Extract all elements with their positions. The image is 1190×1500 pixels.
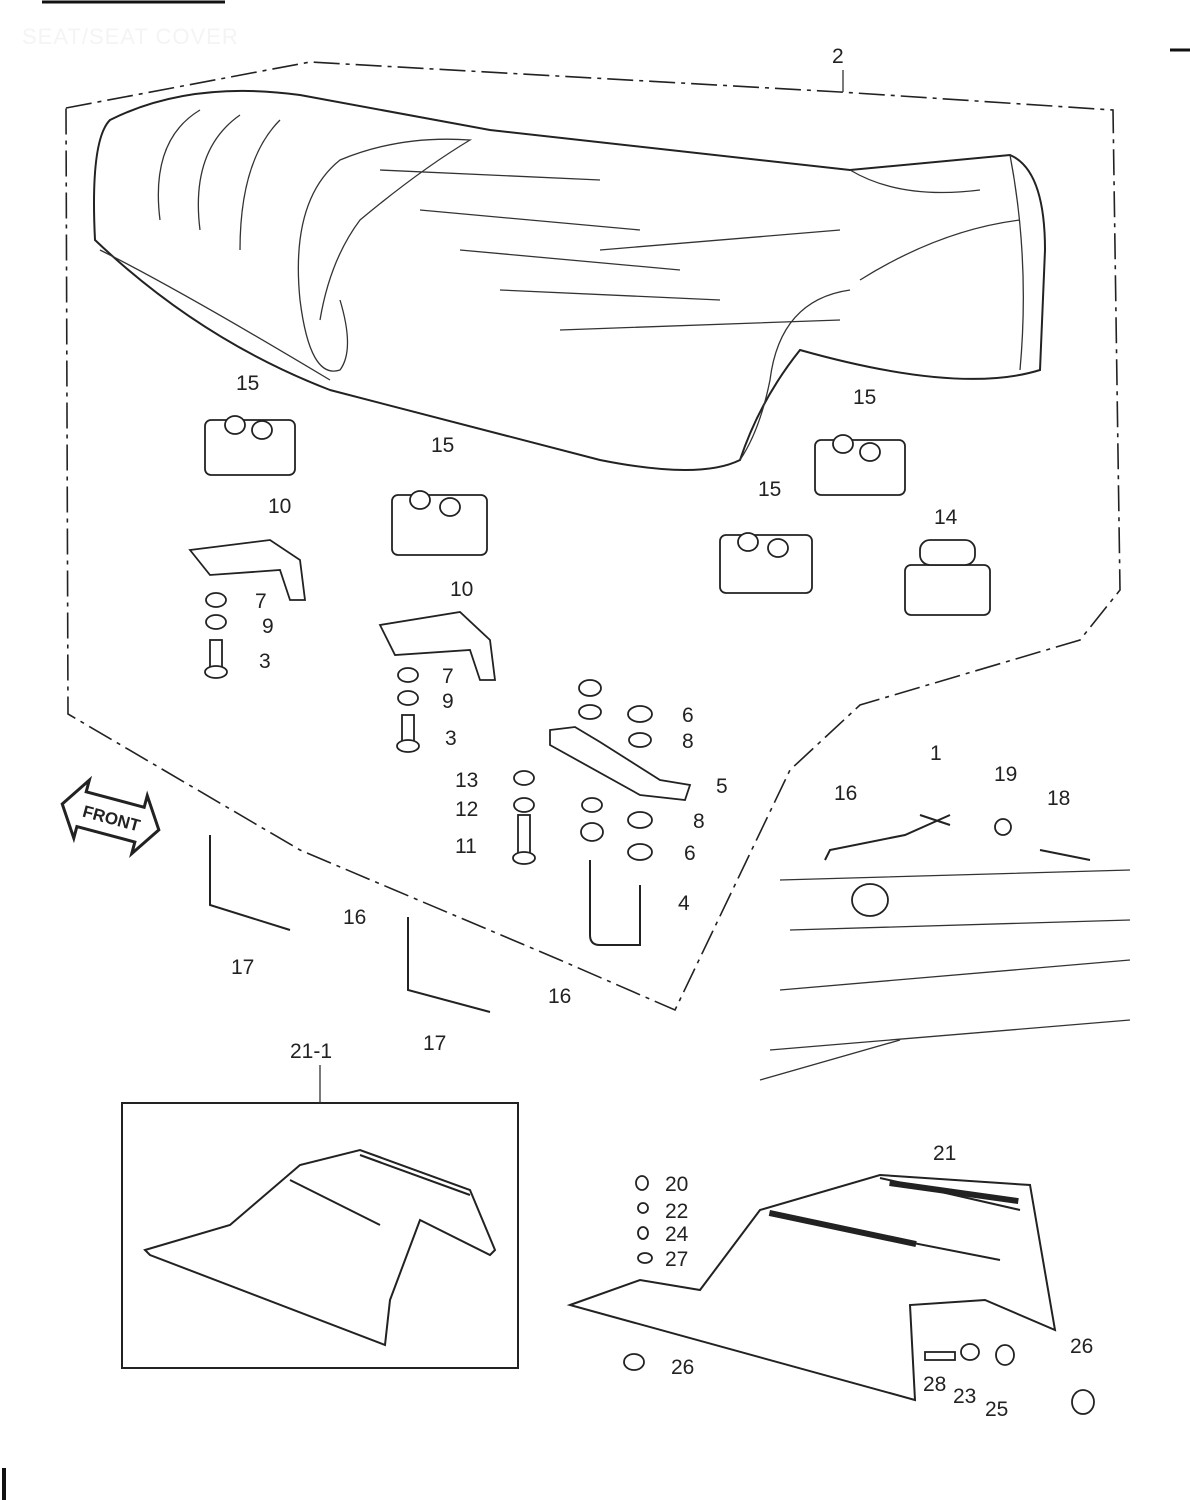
callout-11: 11 (455, 835, 477, 858)
hinge-pin (209, 835, 291, 931)
callout-16: 16 (343, 906, 366, 929)
callout-25: 25 (985, 1398, 1008, 1421)
callout-15: 15 (431, 434, 454, 457)
seat-stopper (904, 539, 991, 616)
callout-7: 7 (255, 590, 267, 613)
callout-10: 10 (268, 495, 291, 518)
cover-hardware (623, 1175, 1095, 1415)
callout-16: 16 (834, 782, 857, 805)
callout-22: 22 (665, 1200, 688, 1223)
callout-10: 10 (450, 578, 473, 601)
callout-8: 8 (693, 810, 705, 833)
seat-bracket (378, 611, 497, 681)
callout-21: 21 (933, 1142, 956, 1165)
diagram-title: SEAT/SEAT COVER (22, 24, 239, 49)
callout-3: 3 (259, 650, 271, 673)
callout-6: 6 (684, 842, 696, 865)
hardware-stack (204, 592, 692, 946)
callout-5: 5 (716, 775, 728, 798)
rubber-damper (391, 490, 488, 556)
callout-23: 23 (953, 1385, 976, 1408)
callout-8: 8 (682, 730, 694, 753)
callout-9: 9 (262, 615, 274, 638)
callout-7: 7 (442, 665, 454, 688)
rubber-damper (814, 434, 906, 496)
rubber-damper (719, 532, 813, 594)
seat-cover-variant (143, 1148, 497, 1347)
inset-frame (121, 1102, 519, 1369)
seat-assembly (93, 89, 1047, 471)
callout-15: 15 (758, 478, 781, 501)
callout-17: 17 (423, 1032, 446, 1055)
callout-9: 9 (442, 690, 454, 713)
hinge-pin (407, 917, 491, 1013)
cover-stripe (768, 1210, 917, 1248)
cover-stripe (889, 1180, 1019, 1205)
callout-26: 26 (1070, 1335, 1093, 1358)
frame-outline (759, 869, 1131, 1081)
hinge-spring (994, 818, 1012, 836)
callout-6: 6 (682, 704, 694, 727)
callout-27: 27 (665, 1248, 688, 1271)
callout-16: 16 (548, 985, 571, 1008)
callout-12: 12 (455, 798, 478, 821)
callout-17: 17 (231, 956, 254, 979)
callout-28: 28 (923, 1373, 946, 1396)
callout-4: 4 (678, 892, 690, 915)
callout-26: 26 (671, 1356, 694, 1379)
callout-19: 19 (994, 763, 1017, 786)
callout-labels: 2 15 15 15 15 10 10 14 7 9 3 7 9 3 6 8 5… (231, 45, 1093, 1421)
callout-21-1: 21-1 (290, 1040, 332, 1063)
callout-14: 14 (934, 506, 958, 529)
callout-15: 15 (236, 372, 259, 395)
seat-bracket (188, 539, 307, 601)
front-arrow-icon: FRONT (60, 775, 161, 859)
callout-18: 18 (1047, 787, 1070, 810)
rubber-damper (204, 415, 296, 476)
callout-2: 2 (832, 45, 844, 68)
assembly-envelope (65, 61, 1121, 1012)
callout-24: 24 (665, 1223, 689, 1246)
callout-13: 13 (455, 769, 478, 792)
callout-1: 1 (930, 742, 942, 765)
callout-3: 3 (445, 727, 457, 750)
hinge-assembly (824, 814, 1091, 861)
callout-20: 20 (665, 1173, 688, 1196)
callout-15: 15 (853, 386, 876, 409)
hinge-bush (851, 883, 889, 917)
